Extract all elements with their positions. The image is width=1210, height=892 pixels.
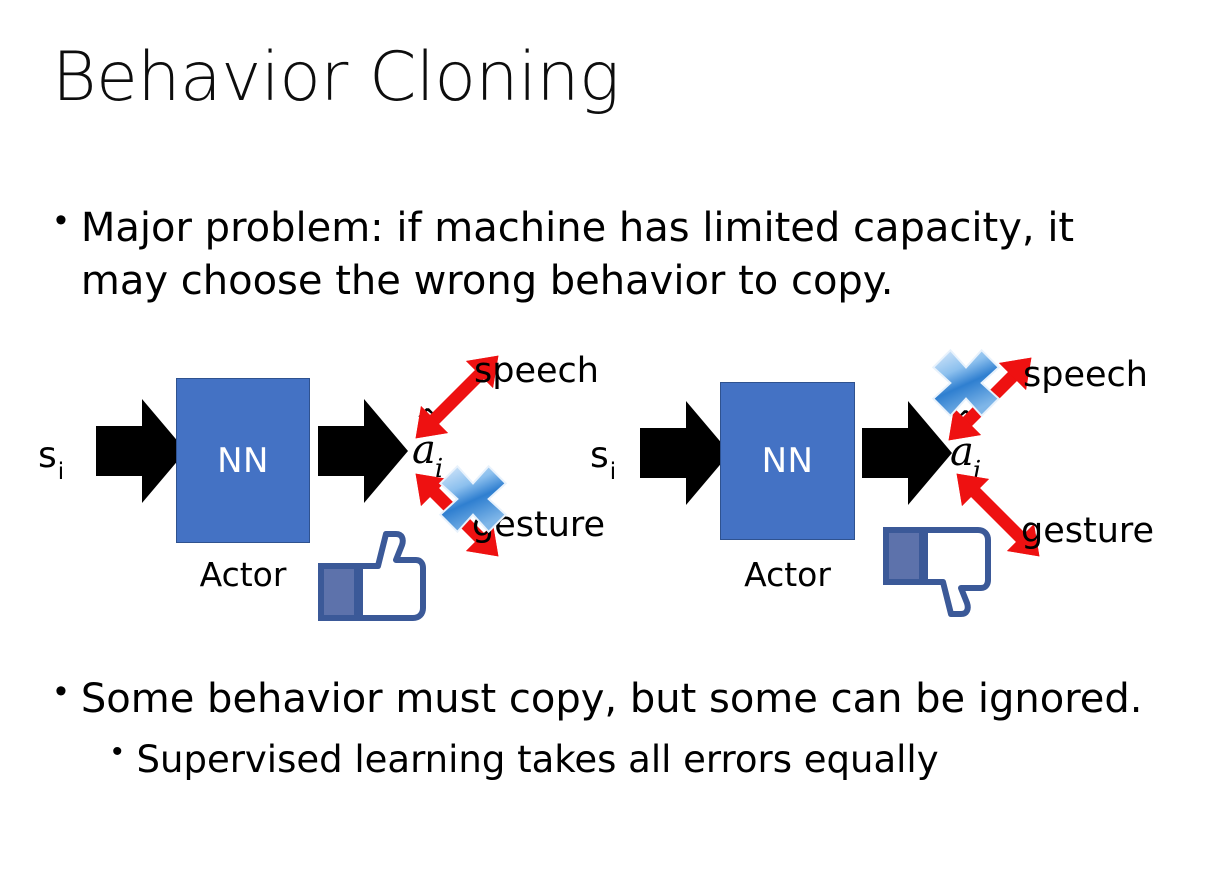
actor-caption-right: Actor: [744, 555, 831, 594]
diagram-right: si NN Actor ^ai: [545, 330, 1210, 630]
gesture-label-right: gesture: [1021, 511, 1155, 551]
double-arrow-icon: [415, 355, 499, 439]
thumbs-down-icon: [883, 527, 991, 617]
black-arrow-icon: [96, 399, 186, 503]
input-state-label-left: si: [38, 435, 65, 486]
nn-box-right: NN: [720, 382, 855, 540]
thumbs-down-icon-right: [881, 526, 991, 618]
input-state-label-right: si: [590, 435, 617, 486]
output-arrow-left: [318, 396, 408, 506]
page-title: Behavior Cloning: [52, 38, 620, 117]
cross-out-icon-gesture-left: [434, 460, 512, 538]
nn-box-label: NN: [761, 441, 814, 481]
bullet-text: Major problem: if machine has limited ca…: [80, 205, 1075, 304]
bullet-marker: •: [112, 735, 123, 768]
bullet-text: Some behavior must copy, but some can be…: [80, 676, 1143, 722]
bullet-marker: •: [55, 672, 67, 710]
bullet-some-behavior: • Some behavior must copy, but some can …: [55, 673, 1155, 725]
cross-out-icon-speech-right: [927, 344, 1005, 422]
blue-x-icon: [438, 464, 508, 534]
black-arrow-icon: [640, 401, 730, 505]
output-arrow-right: [862, 398, 952, 508]
black-arrow-icon: [862, 401, 952, 505]
thumbs-up-icon-left: [316, 530, 426, 622]
speech-arrow-left: [412, 352, 502, 442]
bullet-major-problem: • Major problem: if machine has limited …: [55, 202, 1125, 308]
input-arrow-right: [640, 398, 730, 508]
input-arrow-left: [96, 396, 186, 506]
thumbs-up-icon: [318, 531, 426, 621]
diagram-left: si NN Actor ^ai: [0, 330, 620, 630]
bullet-supervised-learning: • Supervised learning takes all errors e…: [112, 735, 1162, 784]
speech-label-right: speech: [1023, 355, 1148, 395]
blue-x-icon: [931, 348, 1001, 418]
actor-caption-left: Actor: [199, 555, 287, 594]
bullet-text: Supervised learning takes all errors equ…: [136, 738, 939, 781]
gesture-arrow-right: [953, 470, 1043, 560]
double-arrow-icon: [956, 473, 1040, 557]
bullet-marker: •: [55, 201, 67, 239]
nn-box-left: NN: [176, 378, 310, 543]
black-arrow-icon: [318, 399, 408, 503]
speech-label-left: speech: [474, 351, 599, 391]
nn-box-label: NN: [217, 440, 269, 481]
